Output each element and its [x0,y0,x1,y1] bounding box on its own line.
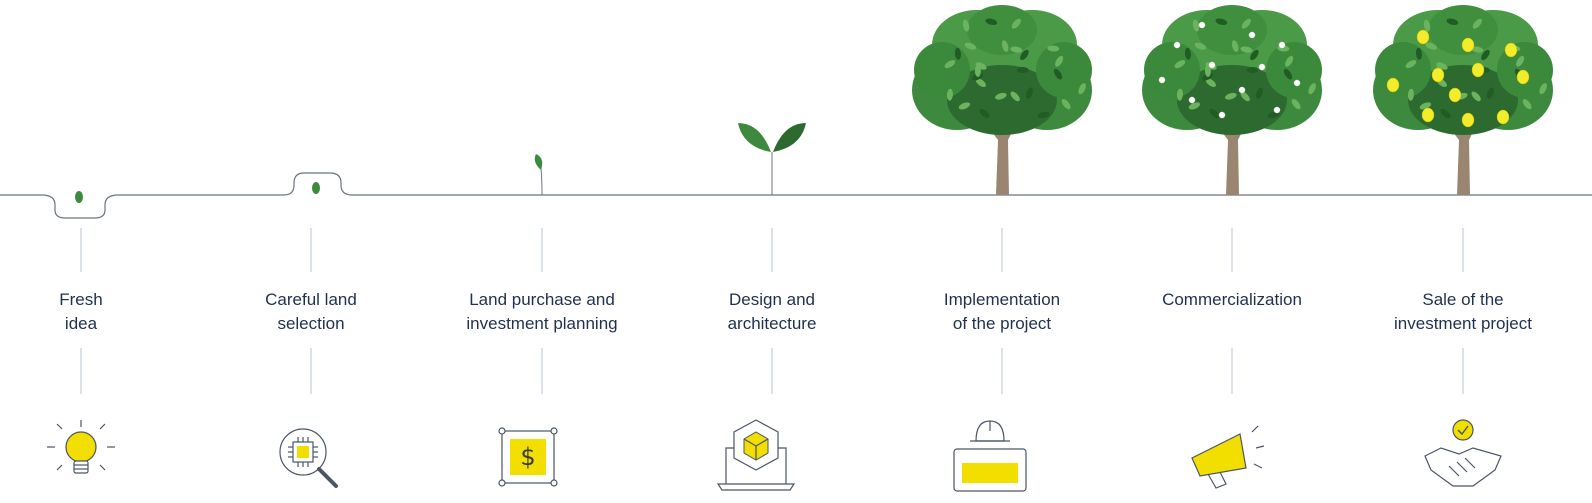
step-label-line: Implementation [943,290,1061,309]
step-label-design: Design and architecture [662,288,882,336]
step-label-line: of the project [952,314,1052,333]
step-label-implementation: Implementation of the project [892,288,1112,336]
ground-line [0,172,1592,219]
sprout-icon [534,154,543,196]
handshake-icon [1424,419,1502,487]
step-label-line: investment planning [466,314,618,333]
step-label-land-selection: Careful land selection [201,288,421,336]
step-label-line: Design and [728,290,815,309]
step-label-line: Land purchase and [469,290,615,309]
plant-stages [75,5,1553,203]
seed-icon [75,191,83,203]
lemon-tree-icon [1373,5,1553,195]
step-label-line: idea [64,314,98,333]
dollar-plan-icon: $ [498,427,558,487]
laptop-cube-icon [716,419,796,491]
step-label-fresh-idea: Fresh idea [0,288,191,336]
step-label-line: Careful land [265,290,357,309]
svg-text:$: $ [520,443,535,471]
step-icons: $ [47,419,1502,492]
magnifier-land-icon [279,428,338,488]
flowering-tree-icon [1142,5,1322,195]
step-label-line: Sale of the [1422,290,1504,309]
step-label-line: selection [277,314,345,333]
seed-icon [312,182,320,194]
tree-icon [912,5,1092,195]
step-label-line: architecture [727,314,817,333]
lightbulb-icon [47,420,115,474]
step-label-line: investment project [1394,314,1532,333]
step-label-land-purchase: Land purchase and investment planning [432,288,652,336]
megaphone-icon [1191,425,1265,489]
step-label-line: Commercialization [1162,290,1302,309]
step-label-sale: Sale of the investment project [1353,288,1573,336]
step-label-line: Fresh [59,290,103,309]
step-label-commercialization: Commercialization [1122,288,1342,312]
hardhat-plan-icon [953,420,1027,492]
seedling-icon [738,123,806,195]
connectors [80,228,1464,394]
